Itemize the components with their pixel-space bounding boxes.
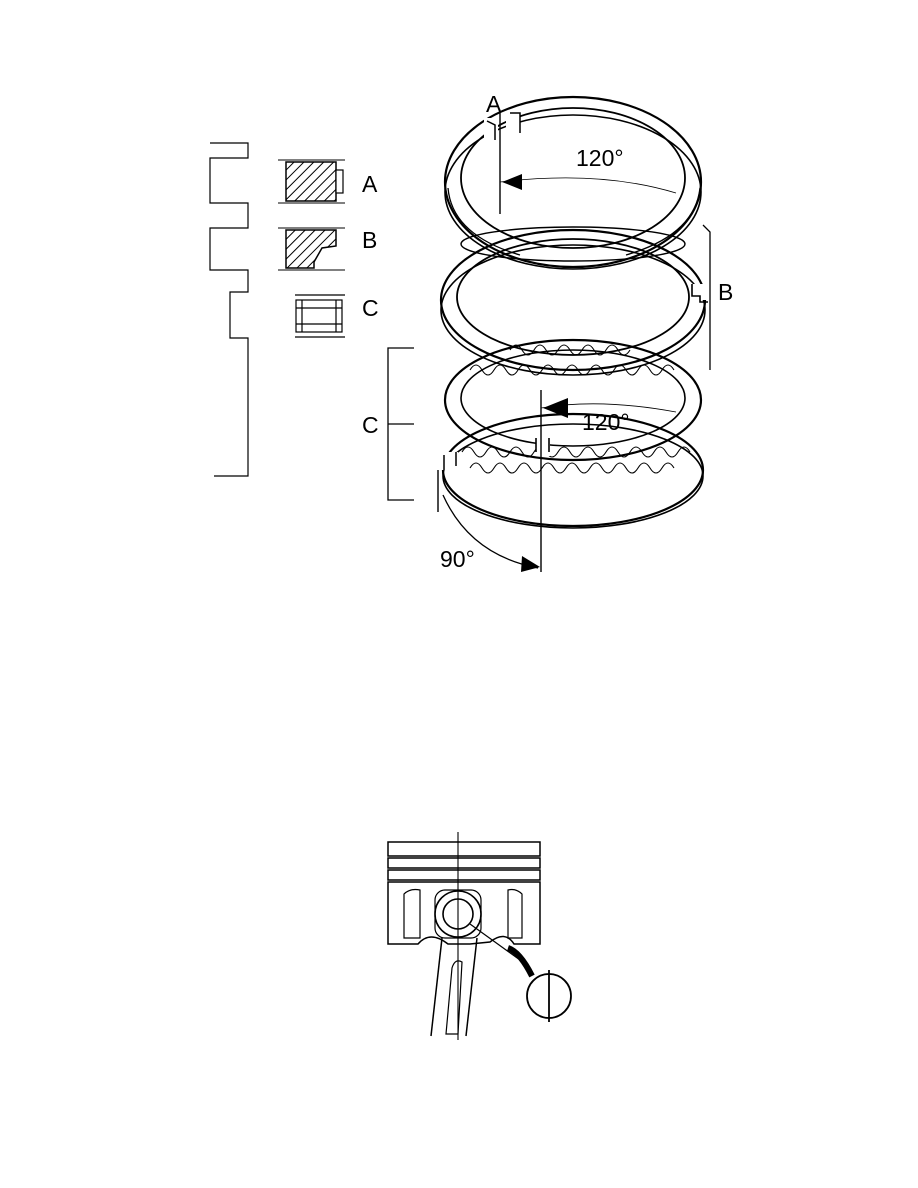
- angle-label-top: 120°: [576, 145, 624, 171]
- stack-label-b: B: [718, 279, 733, 305]
- ring-section-b: [278, 227, 345, 271]
- oil-ring-lower-rail: [438, 412, 705, 529]
- stack-label-c: C: [362, 412, 379, 438]
- angle-label-oil: 120°: [582, 409, 630, 435]
- bracket-b: [702, 224, 711, 370]
- ring-b: [439, 226, 710, 376]
- piston-diagram: [387, 832, 541, 1040]
- stack-label-a: A: [486, 91, 502, 117]
- arrow-oil-gap: [543, 398, 568, 418]
- ring-section-a: [278, 159, 345, 204]
- bracket-c: [387, 347, 414, 501]
- groove-profile: [209, 142, 249, 477]
- gap-reference-lines: [437, 112, 677, 572]
- angle-label-bottom: 90°: [440, 546, 475, 572]
- ring-a: [443, 95, 703, 270]
- profile-label-b: B: [362, 227, 377, 253]
- arrow-bottom-gap: [521, 556, 540, 572]
- arrow-top-gap: [502, 174, 522, 190]
- circle-vertical-line-icon: [526, 970, 572, 1022]
- ring-section-c: [295, 294, 345, 338]
- profile-label-a: A: [362, 171, 378, 197]
- oil-ring-upper-rail: [443, 338, 703, 462]
- profile-label-c: C: [362, 295, 379, 321]
